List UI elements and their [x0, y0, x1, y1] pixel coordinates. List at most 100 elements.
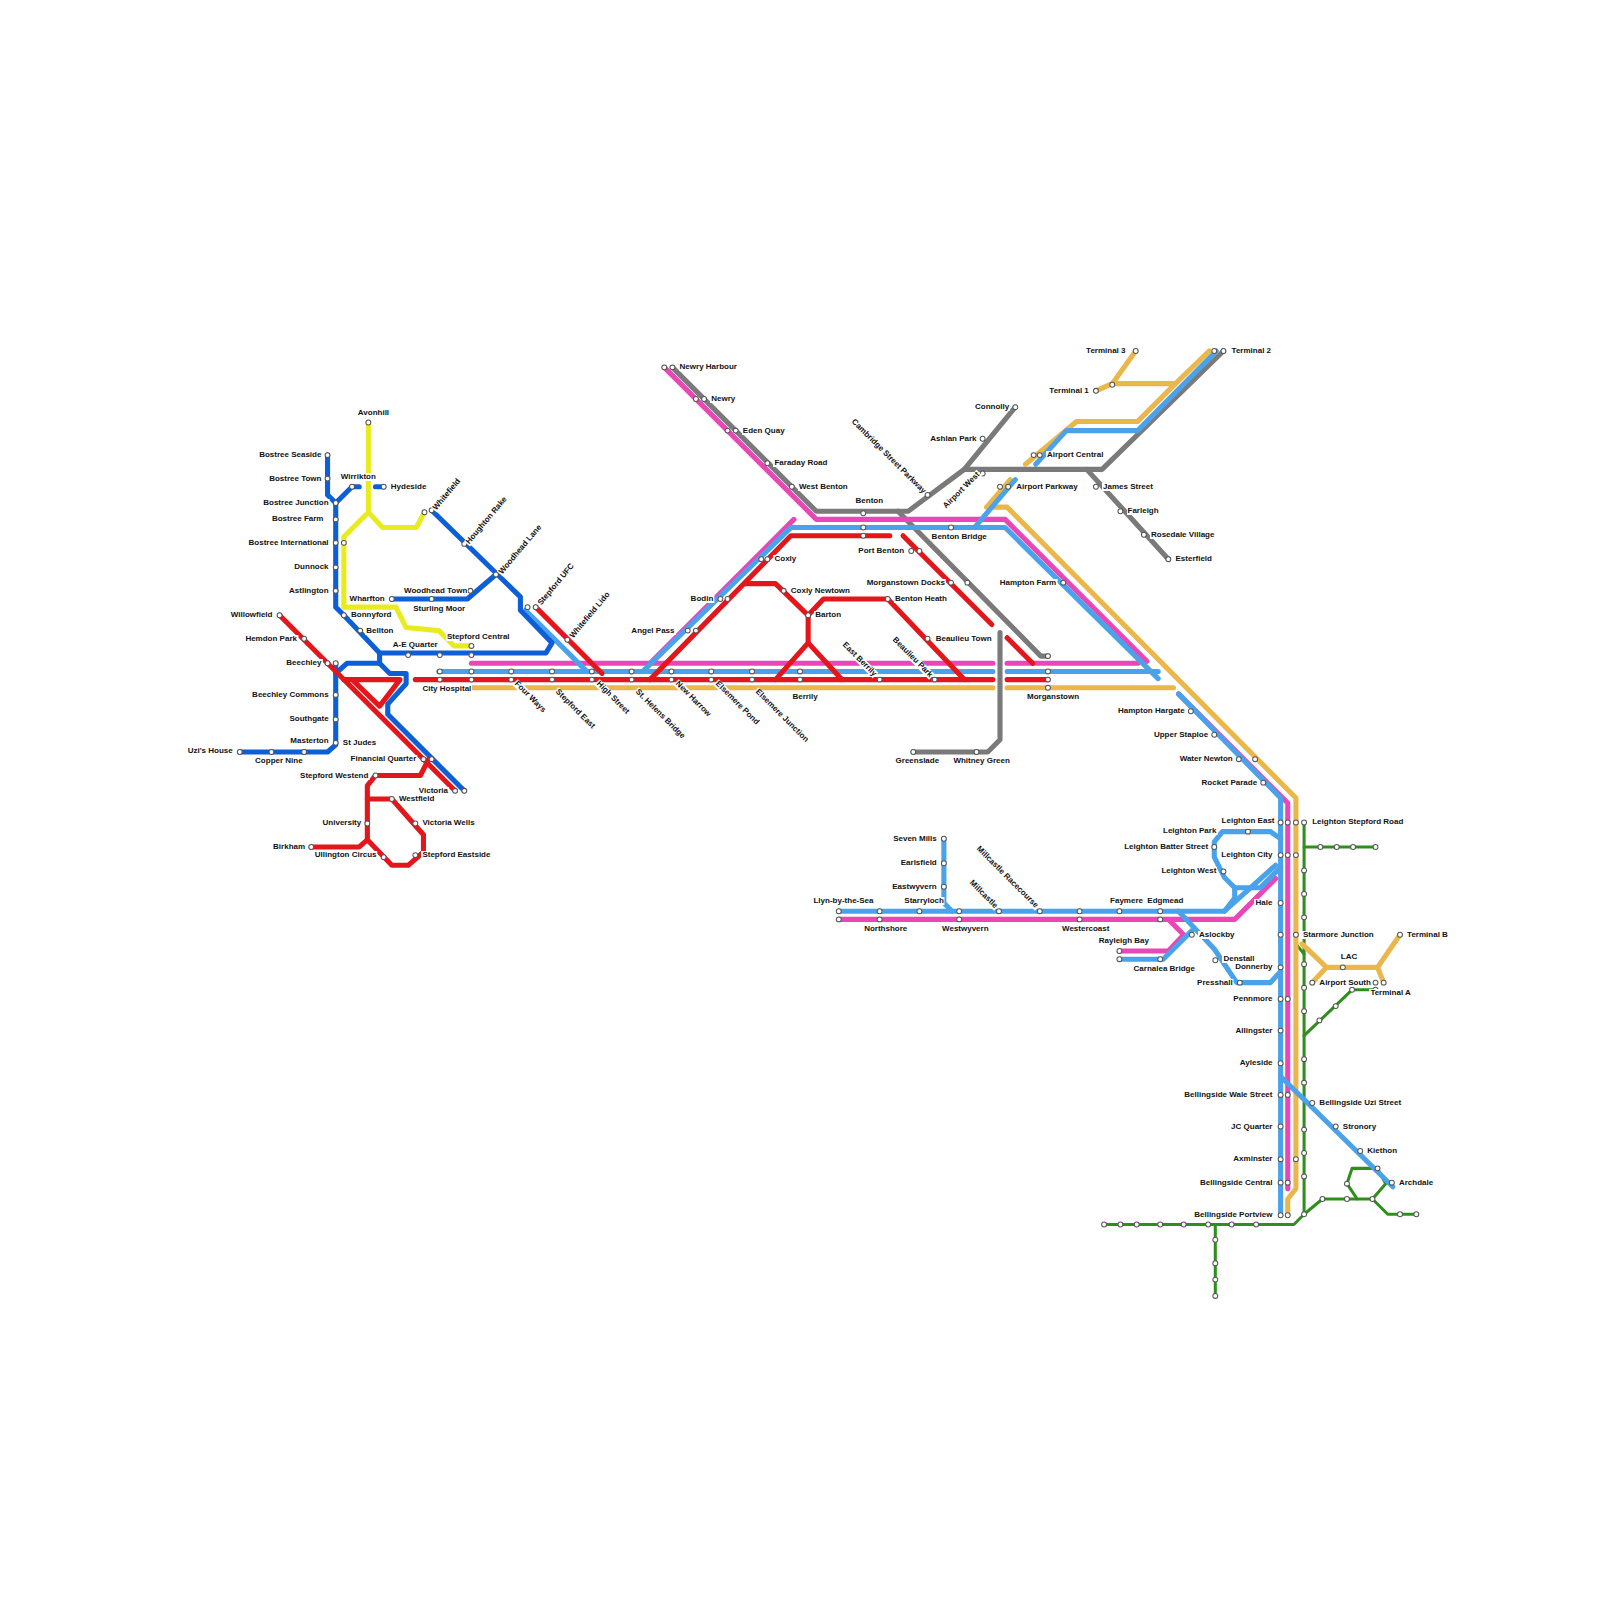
station-dot [1031, 453, 1036, 458]
station-label: Birkham [272, 843, 306, 851]
station-dot [1278, 965, 1283, 970]
station-dot [469, 677, 474, 682]
station-label: Angel Pass [630, 627, 675, 635]
station-dot [765, 461, 770, 466]
station-dot [381, 484, 386, 489]
station-label: Pennmore [1232, 995, 1273, 1003]
station-label: Beaulieu Park [890, 635, 934, 679]
station-dot [1110, 382, 1115, 387]
station-dot [877, 909, 882, 914]
station-dot [1158, 909, 1163, 914]
station-dot [957, 909, 962, 914]
station-dot [1381, 980, 1386, 985]
station-dot [550, 669, 555, 674]
station-dot [1236, 757, 1241, 762]
station-label: Bostree Seaside [258, 451, 322, 459]
station-dot [277, 613, 282, 618]
station-dot [1302, 1151, 1307, 1156]
station-dot [333, 692, 338, 697]
station-dot [333, 565, 338, 570]
station-dot [1237, 980, 1242, 985]
station-dot [1254, 1222, 1259, 1227]
station-dot [1373, 844, 1378, 849]
station-dot [911, 750, 916, 755]
station-dot [325, 453, 330, 458]
station-dot [798, 677, 803, 682]
station-dot [1389, 1180, 1394, 1185]
station-dot [1344, 1197, 1349, 1202]
station-dot [733, 428, 738, 433]
station-dot [1093, 484, 1098, 489]
station-dot [550, 677, 555, 682]
station-label: Terminal B [1406, 931, 1449, 939]
station-label: Edgmead [1146, 897, 1184, 905]
station-dot [437, 677, 442, 682]
station-dot [1320, 1197, 1325, 1202]
station-dot [1253, 757, 1258, 762]
station-label: Beaulieu Town [935, 635, 993, 643]
route-line [964, 351, 1223, 469]
route-line [1302, 935, 1400, 968]
station-dot [1141, 532, 1146, 537]
station-dot [1302, 1127, 1307, 1132]
station-dot [629, 669, 634, 674]
station-label: Wirrikton [340, 473, 377, 481]
station-label: Sturling Moor [412, 605, 466, 613]
station-dot [333, 540, 338, 545]
station-label: A-E Quarter [392, 641, 439, 649]
station-label: Archdale [1398, 1179, 1434, 1187]
station-label: Ayleside [1239, 1059, 1274, 1067]
station-dot [629, 677, 634, 682]
station-label: Bellton [365, 627, 394, 635]
station-label: Stronory [1342, 1123, 1377, 1131]
route-line [1214, 1224, 1217, 1295]
station-label: Bellingside Central [1199, 1179, 1273, 1187]
station-dot [1302, 1212, 1307, 1217]
station-dot [1213, 958, 1218, 963]
station-label: Avonhill [357, 409, 390, 417]
station-dot [965, 580, 970, 585]
station-label: Masterton [289, 737, 329, 745]
station-dot [693, 397, 698, 402]
station-dot [836, 909, 841, 914]
station-label: Bostree International [248, 539, 330, 547]
station-dot [925, 636, 930, 641]
station-dot [725, 597, 730, 602]
station-label: Westercoast [1061, 925, 1110, 933]
station-dot [1118, 1222, 1123, 1227]
station-dot [1302, 1080, 1307, 1085]
station-label: Woodhead Town [403, 587, 468, 595]
station-label: New Harrow [673, 679, 713, 719]
station-dot [1285, 997, 1290, 1002]
station-label: Bonnyford [350, 611, 392, 619]
station-label: Starmore Junction [1302, 931, 1375, 939]
station-dot [1293, 932, 1298, 937]
station-dot [1318, 844, 1323, 849]
station-dot [1212, 349, 1217, 354]
station-dot [877, 917, 882, 922]
station-dot [1278, 932, 1283, 937]
station-dot [302, 636, 307, 641]
station-dot [1206, 1222, 1211, 1227]
station-label: Upper Staploe [1153, 731, 1209, 739]
route-line [392, 574, 496, 598]
station-dot [437, 653, 442, 658]
station-dot [333, 588, 338, 593]
station-label: Stepford UFC [536, 561, 577, 607]
station-label: Airport Parkway [1015, 483, 1078, 491]
route-line [1007, 677, 1048, 682]
route-line [1179, 694, 1288, 1189]
station-dot [333, 517, 338, 522]
station-label: Kiethon [1366, 1147, 1398, 1155]
station-label: Westwyvern [941, 925, 990, 933]
station-label: University [322, 819, 363, 827]
route-line [240, 663, 336, 752]
station-dot [1278, 1061, 1283, 1066]
station-dot [1117, 957, 1122, 962]
station-label: Hampton Farm [999, 579, 1057, 587]
station-dot [1302, 868, 1307, 873]
station-label: Victoria [418, 787, 449, 795]
station-dot [1302, 1057, 1307, 1062]
